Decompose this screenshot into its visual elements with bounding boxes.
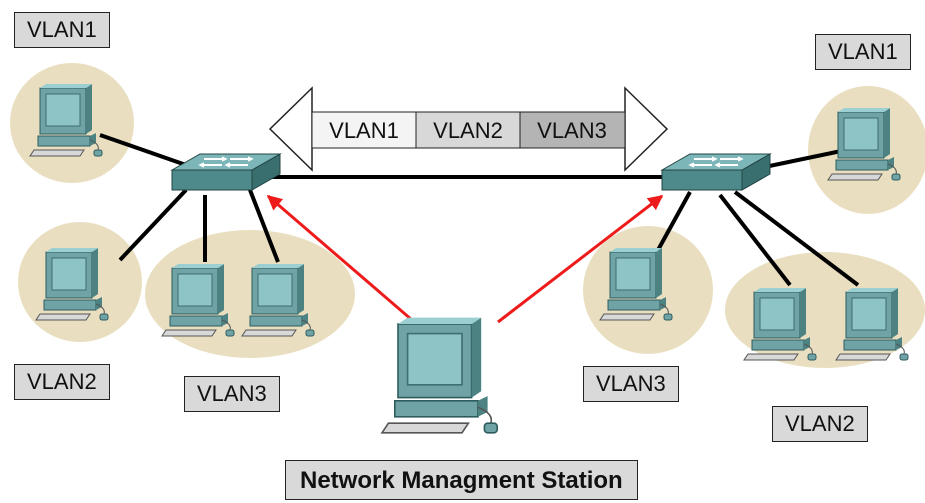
pc-right-vlan1-icon bbox=[827, 107, 901, 181]
pc-left-vlan3-b-icon bbox=[241, 263, 315, 337]
pc-right-vlan2-b-icon bbox=[835, 287, 909, 361]
label-left-vlan2: VLAN2 bbox=[14, 364, 110, 400]
pc-right-vlan2-a-icon bbox=[743, 287, 817, 361]
label-right-vlan2: VLAN2 bbox=[772, 406, 868, 442]
pc-left-vlan2-icon bbox=[35, 247, 109, 321]
pc-right-vlan3-icon bbox=[599, 247, 673, 321]
pc-left-vlan1-icon bbox=[29, 83, 103, 157]
label-left-vlan3: VLAN3 bbox=[184, 376, 280, 412]
label-right-vlan1: VLAN1 bbox=[815, 34, 911, 70]
switch-right-icon bbox=[661, 153, 771, 191]
station-label: Network Managment Station bbox=[285, 460, 638, 500]
network-links bbox=[99, 133, 860, 287]
trunk-segment-2: VLAN2 bbox=[433, 118, 503, 143]
label-right-vlan3: VLAN3 bbox=[583, 366, 679, 402]
switch-left-icon bbox=[171, 153, 281, 191]
vlan-circle bbox=[725, 252, 925, 368]
trunk-segment-1: VLAN1 bbox=[329, 118, 399, 143]
pc-left-vlan3-a-icon bbox=[161, 263, 235, 337]
label-left-vlan1: VLAN1 bbox=[14, 12, 110, 48]
trunk-arrow: VLAN1 VLAN2 VLAN3 bbox=[268, 86, 669, 172]
trunk-segment-3: VLAN3 bbox=[537, 118, 607, 143]
management-station-icon bbox=[381, 316, 499, 434]
management-links bbox=[266, 194, 664, 324]
